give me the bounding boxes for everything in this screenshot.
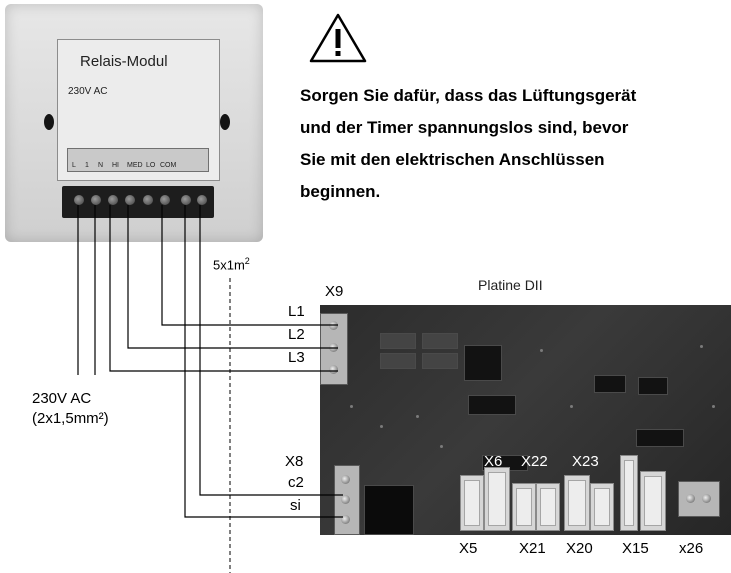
terminal-block-x26 — [678, 481, 720, 517]
connector-label-x6: X6 — [484, 453, 503, 470]
board-chip — [636, 429, 684, 447]
board-dot — [440, 445, 443, 448]
wire-label-l1: L1 — [288, 303, 305, 320]
warning-line: beginnen. — [300, 182, 381, 201]
relay-module-voltage: 230V AC — [68, 86, 108, 97]
connector-label-x15: X15 — [622, 540, 649, 557]
screw-icon — [143, 195, 153, 205]
relay-module-title: Relais-Modul — [80, 53, 168, 70]
wire-l1 — [161, 205, 338, 326]
connector-label-x5: X5 — [459, 540, 478, 557]
connector-board — [640, 471, 666, 531]
connector-label-x21: X21 — [519, 540, 546, 557]
warning-line: Sie mit den elektrischen Anschlüssen — [300, 150, 605, 169]
screw-icon — [91, 195, 101, 205]
board-dot — [700, 345, 703, 348]
board-chip — [364, 485, 414, 535]
board-component — [380, 353, 416, 369]
screw-icon — [686, 494, 695, 503]
connector-label-x8: X8 — [285, 453, 304, 470]
relay-terminal-label: HI — [112, 162, 119, 169]
cable-label-text: 5x1m — [213, 257, 245, 273]
board-dot — [416, 415, 419, 418]
connector-label-x22: X22 — [521, 453, 548, 470]
connector-label-x23: X23 — [572, 453, 599, 470]
screw-icon — [341, 475, 350, 484]
warning-line: Sorgen Sie dafür, dass das Lüftungsgerät — [300, 86, 637, 105]
board-chip — [638, 377, 668, 395]
warning-line: und der Timer spannungslos sind, bevor — [300, 118, 629, 137]
wire-l2 — [127, 205, 338, 349]
warning-text: Sorgen Sie dafür, dass das Lüftungsgerät… — [300, 80, 731, 208]
board-dot — [570, 405, 573, 408]
screw-icon — [108, 195, 118, 205]
warning-triangle-icon — [309, 13, 367, 63]
mount-hole-left — [44, 114, 54, 130]
connector-x5 — [460, 475, 484, 531]
board-chip — [594, 375, 626, 393]
relay-terminal-label: N — [98, 162, 104, 169]
wire-si — [184, 205, 343, 518]
wire-label-l3: L3 — [288, 349, 305, 366]
connector-label-x9: X9 — [325, 283, 344, 300]
board-component — [380, 333, 416, 349]
screw-icon — [341, 495, 350, 504]
wire-c2 — [199, 205, 343, 496]
relay-terminal-label: MED — [127, 162, 143, 169]
connector-x22 — [536, 483, 560, 531]
mount-hole-right — [220, 114, 230, 130]
board-dot — [380, 425, 383, 428]
board-dot — [540, 349, 543, 352]
board-title: Platine DII — [478, 277, 543, 293]
board-component — [422, 333, 458, 349]
connector-x15 — [620, 455, 638, 531]
relay-terminal-label: L — [72, 162, 76, 169]
screw-icon — [74, 195, 84, 205]
relay-terminal-label: LO — [146, 162, 156, 169]
control-board-photo — [320, 305, 731, 535]
cable-label: 5x1m2 — [213, 256, 250, 272]
screw-icon — [160, 195, 170, 205]
connector-x23 — [590, 483, 614, 531]
screw-icon — [329, 365, 338, 374]
wire-label-si: si — [290, 497, 301, 514]
board-chip — [468, 395, 516, 415]
board-dot — [350, 405, 353, 408]
board-chip — [464, 345, 502, 381]
relay-terminal-label: 1 — [85, 162, 89, 169]
board-dot — [712, 405, 715, 408]
connector-x21 — [512, 483, 536, 531]
relay-terminal-label: COM — [160, 162, 177, 169]
cable-label-superscript: 2 — [244, 256, 250, 266]
wire-label-l2: L2 — [288, 326, 305, 343]
power-label: 230V AC — [32, 390, 92, 407]
connector-label-x26: x26 — [679, 540, 704, 557]
relay-terminal-strip — [67, 148, 209, 172]
screw-icon — [197, 195, 207, 205]
screw-icon — [341, 515, 350, 524]
wire-label-c2: c2 — [288, 474, 304, 491]
screw-icon — [181, 195, 191, 205]
screw-icon — [125, 195, 135, 205]
connector-label-x20: X20 — [566, 540, 593, 557]
connector-x20 — [564, 475, 590, 531]
connector-x6 — [484, 467, 510, 531]
power-label: (2x1,5mm²) — [32, 410, 109, 427]
screw-icon — [702, 494, 711, 503]
wire-l3 — [109, 205, 338, 372]
board-component — [422, 353, 458, 369]
